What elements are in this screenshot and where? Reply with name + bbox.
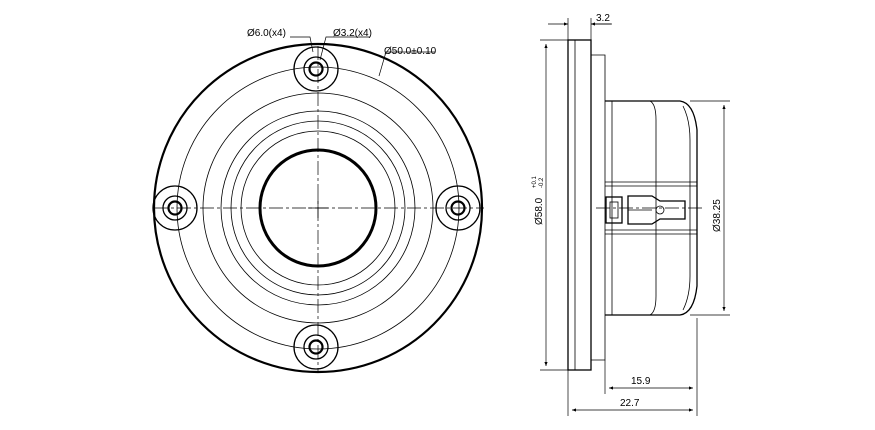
- total-depth-dim: 22.7: [567, 370, 693, 416]
- body-diameter-dim: Ø38.25: [690, 100, 730, 316]
- bolt-circle-label: Ø50.0±0.10: [384, 46, 437, 57]
- outer-diameter-tol-upper: +0.1: [532, 175, 538, 188]
- outer-diameter-dim: Ø58.0 +0.1 -0.2: [532, 39, 568, 371]
- flange-thickness-dim: 3.2: [548, 13, 612, 40]
- body-depth-label: 15.9: [631, 376, 651, 387]
- hole-small-callout: Ø3.2(x4): [319, 28, 372, 61]
- side-view: 3.2 Ø58.0 +0.1 -0.2 Ø38.25: [532, 13, 730, 416]
- front-centerlines: [154, 46, 484, 372]
- side-flange-step: [591, 54, 606, 361]
- mounting-hole-bottom: [293, 324, 339, 370]
- mounting-hole-top: [293, 46, 339, 92]
- front-view: Ø6.0(x4) Ø3.2(x4) Ø50.0±0.10: [152, 28, 484, 374]
- hole-small-label: Ø3.2(x4): [333, 28, 372, 39]
- hole-large-label: Ø6.0(x4): [247, 28, 286, 39]
- body-depth-dim: 15.9: [604, 318, 698, 416]
- outer-diameter-tol-lower: -0.2: [539, 177, 545, 188]
- bolt-circle-callout: Ø50.0±0.10: [378, 46, 437, 77]
- outer-diameter-label: Ø58.0: [534, 197, 545, 225]
- total-depth-label: 22.7: [620, 398, 640, 409]
- body-diameter-label: Ø38.25: [712, 199, 723, 232]
- flange-thickness-label: 3.2: [596, 13, 610, 24]
- hole-large-callout: Ø6.0(x4): [247, 28, 314, 53]
- side-flange: [567, 39, 592, 371]
- terminal-connector: [605, 195, 686, 225]
